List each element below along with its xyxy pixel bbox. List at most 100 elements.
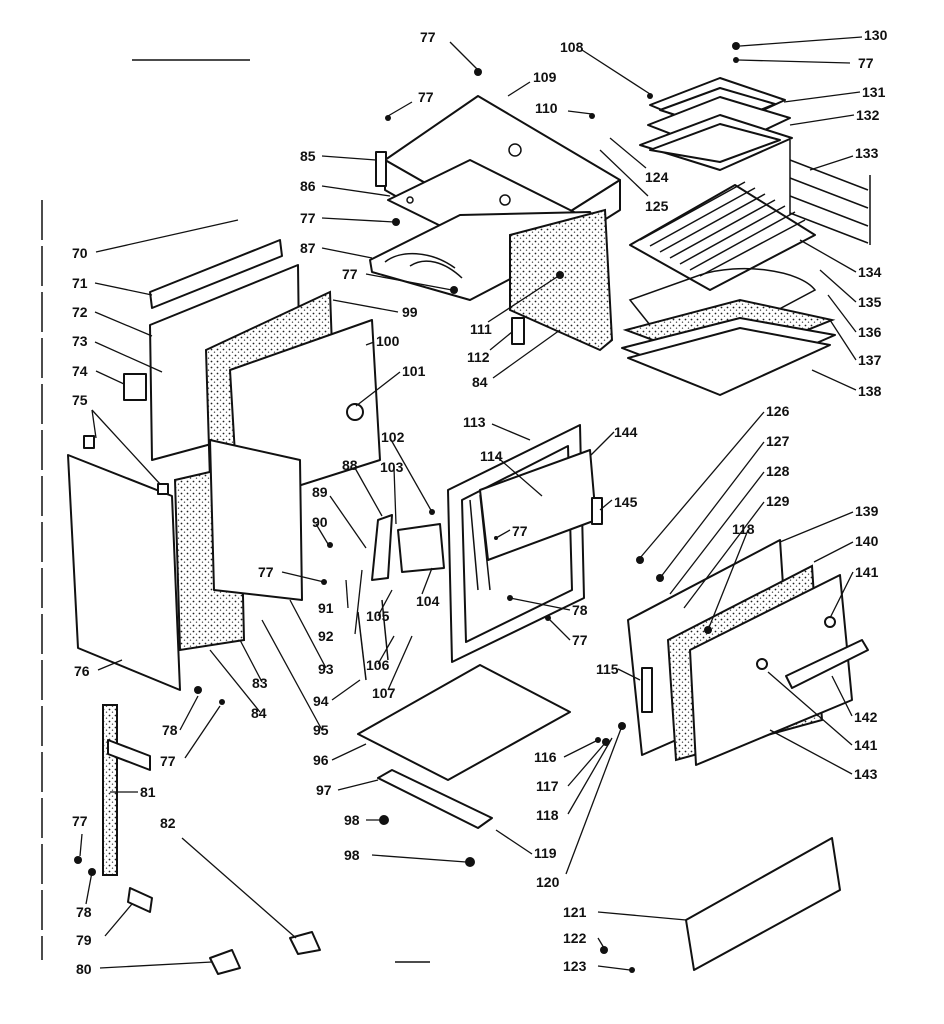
callout: 142 xyxy=(854,709,878,725)
callout: 110 xyxy=(535,100,558,116)
callout: 77 xyxy=(160,753,176,769)
callout: 111 xyxy=(470,321,492,337)
callout: 98 xyxy=(344,847,360,863)
callout: 100 xyxy=(376,333,400,349)
callout: 126 xyxy=(766,403,790,419)
callout: 90 xyxy=(312,514,328,530)
callout: 128 xyxy=(766,463,790,479)
callout: 74 xyxy=(72,363,88,379)
callout: 81 xyxy=(140,784,156,800)
kick-trim-97 xyxy=(377,769,493,829)
fasteners xyxy=(74,42,740,973)
side-rack-133 xyxy=(789,140,871,245)
callout: 79 xyxy=(76,932,92,948)
callout: 89 xyxy=(312,484,328,500)
callout: 75 xyxy=(72,392,88,408)
callout: 87 xyxy=(300,240,316,256)
broiler-pan-131 xyxy=(639,77,793,171)
bake-element-136 xyxy=(628,267,817,331)
drawer-panel-121 xyxy=(685,837,841,971)
callout: 73 xyxy=(72,333,88,349)
callout: 106 xyxy=(366,657,390,673)
callout: 78 xyxy=(76,904,92,920)
callout: 108 xyxy=(560,39,584,55)
callout: 144 xyxy=(614,424,638,440)
callout: 114 xyxy=(480,448,503,464)
callout: 124 xyxy=(645,169,669,185)
callout: 113 xyxy=(463,414,486,430)
callout: 72 xyxy=(72,304,88,320)
callout: 115 xyxy=(596,661,619,677)
callout: 84 xyxy=(472,374,488,390)
side-panel-76 xyxy=(67,454,181,691)
callout: 92 xyxy=(318,628,334,644)
callout: 77 xyxy=(572,632,588,648)
door-frame-113 xyxy=(447,424,597,663)
callout: 140 xyxy=(855,533,879,549)
callout: 71 xyxy=(72,275,88,291)
callout: 77 xyxy=(300,210,316,226)
hinge-assembly xyxy=(357,514,445,681)
callout: 121 xyxy=(563,904,587,920)
callout: 77 xyxy=(342,266,358,282)
lower-liner-93 xyxy=(209,439,303,601)
callout: 102 xyxy=(381,429,405,445)
callout: 125 xyxy=(645,198,669,214)
bracket-145 xyxy=(591,497,603,525)
callout: 97 xyxy=(316,782,332,798)
callout: 135 xyxy=(858,294,882,310)
callout: 80 xyxy=(76,961,92,977)
callout: 134 xyxy=(858,264,882,280)
callout: 130 xyxy=(864,27,888,43)
callout: 101 xyxy=(402,363,426,379)
callout: 109 xyxy=(533,69,557,85)
callout: 132 xyxy=(856,107,880,123)
clip-75 xyxy=(83,435,95,449)
leader-lines xyxy=(79,36,863,971)
leveler-80 xyxy=(209,949,241,975)
callout: 77 xyxy=(258,564,274,580)
callout: 77 xyxy=(72,813,88,829)
callout: 143 xyxy=(854,766,878,782)
bottom-plate-96 xyxy=(357,664,571,781)
callout: 76 xyxy=(74,663,90,679)
callout: 94 xyxy=(313,693,329,709)
callout: 137 xyxy=(858,352,882,368)
callout: 84 xyxy=(251,705,267,721)
bracket-85 xyxy=(375,151,387,187)
callout: 112 xyxy=(467,349,490,365)
callout: 91 xyxy=(318,600,334,616)
leveler-82 xyxy=(289,931,321,955)
callout: 82 xyxy=(160,815,176,831)
callout: 141 xyxy=(855,564,879,580)
callout-labels: 77 108 109 130 77 77 110 131 132 85 124 … xyxy=(72,27,888,977)
callout: 77 xyxy=(512,523,528,539)
callout: 138 xyxy=(858,383,882,399)
leg-bracket-81 xyxy=(102,704,151,876)
sleeve-112 xyxy=(511,317,525,345)
callout: 107 xyxy=(372,685,396,701)
callout: 77 xyxy=(858,55,874,71)
callout: 77 xyxy=(418,89,434,105)
latch-rod-115 xyxy=(641,667,653,713)
callout: 83 xyxy=(252,675,268,691)
callout: 118 xyxy=(536,807,559,823)
callout: 139 xyxy=(855,503,879,519)
callout: 123 xyxy=(563,958,587,974)
callout: 98 xyxy=(344,812,360,828)
callout: 136 xyxy=(858,324,882,340)
callout: 116 xyxy=(534,749,557,765)
callout: 141 xyxy=(854,737,878,753)
bottom-tray-137 xyxy=(621,298,836,396)
callout: 118 xyxy=(732,521,755,537)
callout: 117 xyxy=(536,778,559,794)
door-handle-142 xyxy=(785,639,869,689)
callout: 78 xyxy=(572,602,588,618)
callout: 119 xyxy=(534,845,557,861)
callout: 104 xyxy=(416,593,440,609)
callout: 96 xyxy=(313,752,329,768)
callout: 133 xyxy=(855,145,879,161)
outer-door-143 xyxy=(689,574,853,766)
parts-artwork xyxy=(41,59,871,975)
